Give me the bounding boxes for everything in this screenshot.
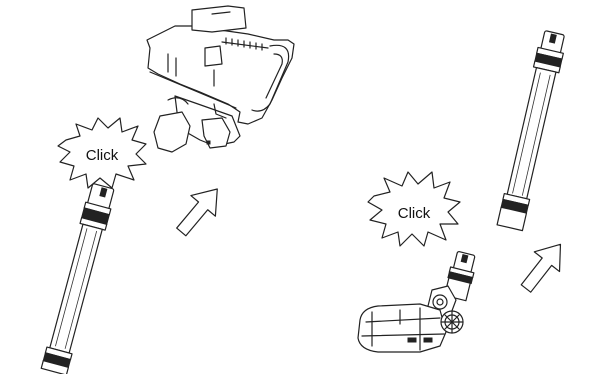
step-1-extension-tube — [40, 183, 115, 374]
step-2-direction-arrow — [520, 243, 562, 293]
step-1-click-label: Click — [86, 147, 119, 164]
step-2-floor-head — [357, 251, 476, 353]
step-1-click-burst: Click — [57, 117, 147, 189]
step-1-direction-arrow — [176, 188, 218, 237]
step-2-click-label: Click — [398, 205, 431, 222]
step-2-click-burst: Click — [367, 171, 461, 247]
step-1-main-unit — [146, 5, 295, 153]
step-2-extension-tube — [496, 30, 565, 232]
